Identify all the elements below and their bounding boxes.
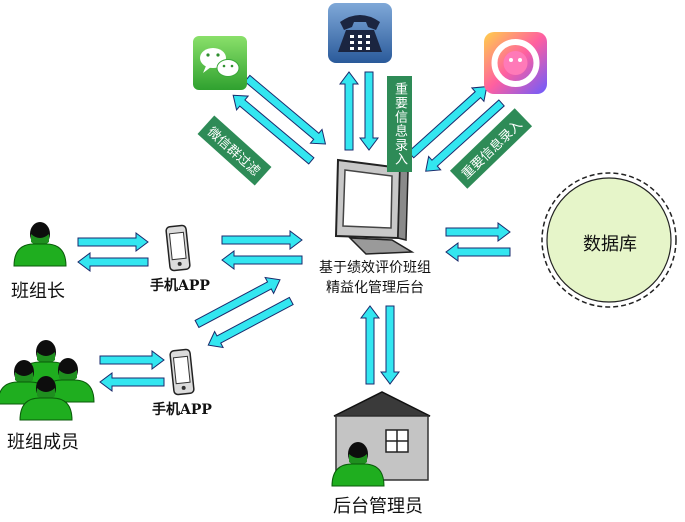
arrow-phone-to-platform [339,71,379,151]
wechat-icon [193,36,247,90]
team-members-label: 班组成员 [7,432,79,453]
team-leader-label: 班组长 [11,281,65,302]
telephone-icon [328,3,392,63]
team-leader-person-icon [13,221,67,267]
app-icon [484,32,547,94]
app-top-label: 手机APP [150,278,210,294]
phone-entry-tag: 重要信息录入 [387,76,412,172]
arrow-members-to-app [99,350,165,392]
mobile-phone-icon-top [165,224,191,272]
team-members-group-icon [0,339,95,421]
platform-label-line1: 基于绩效评价班组 [319,260,431,276]
arrows [77,71,511,392]
arrow-appicon-to-platform [407,86,505,172]
arrow-platform-to-database [445,222,511,262]
arrow-app-to-platform [221,230,303,270]
admin-label: 后台管理员 [333,496,423,517]
arrow-platform-to-admin [360,305,400,385]
arrow-app2-to-platform [194,276,294,349]
platform-label-line2: 精益化管理后台 [326,280,424,296]
database-icon [541,172,677,308]
arrow-leader-to-app [77,232,149,272]
platform-label: 基于绩效评价班组 精益化管理后台 [310,258,440,298]
database-label: 数据库 [583,234,637,255]
mobile-phone-icon-bottom [169,348,195,396]
computer-monitor-icon [334,158,415,255]
app-bottom-label: 手机APP [152,402,212,418]
arrow-wechat-to-platform [232,74,327,165]
house-icon [331,391,431,487]
